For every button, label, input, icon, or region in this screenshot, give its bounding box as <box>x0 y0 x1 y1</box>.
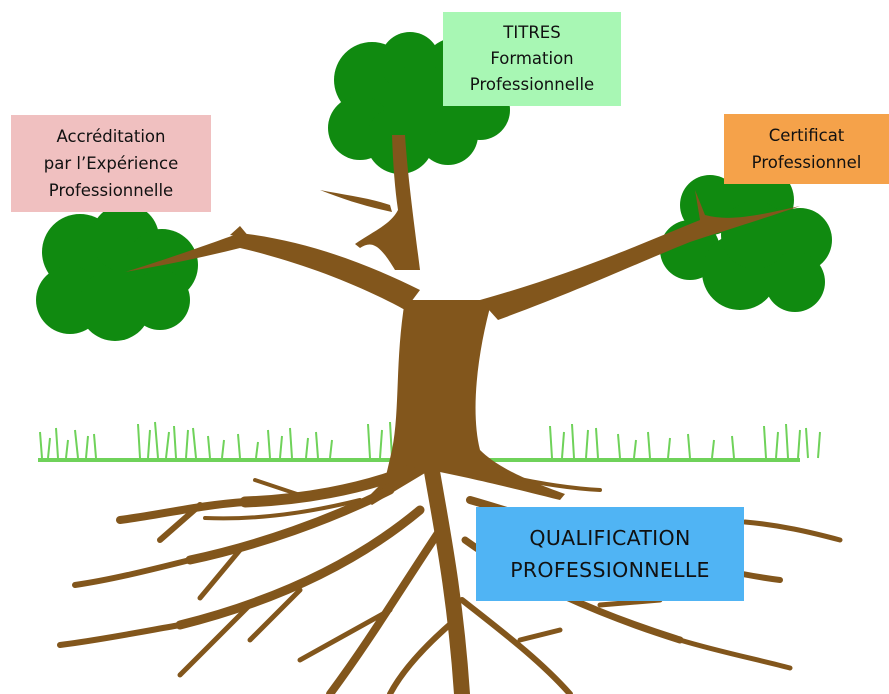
certificat-box: Certificat Professionnel <box>724 114 889 184</box>
qualification-line-1: QUALIFICATION <box>529 526 691 550</box>
titres-line-1: TITRES <box>503 23 561 42</box>
branch-top <box>355 135 420 270</box>
accreditation-line-3: Professionnelle <box>48 181 174 200</box>
accreditation-line-2: par l’Expérience <box>43 154 179 173</box>
certificat-line-1: Certificat <box>768 126 845 145</box>
grass-tufts <box>39 421 821 459</box>
titres-line-2: Formation <box>490 49 574 68</box>
foliage-left <box>36 204 198 341</box>
qualification-box: QUALIFICATION PROFESSIONNELLE <box>476 507 744 601</box>
trunk <box>365 300 565 505</box>
titres-box: TITRES Formation Professionnelle <box>443 12 621 106</box>
branch-left <box>125 233 420 310</box>
qualification-line-2: PROFESSIONNELLE <box>510 558 710 582</box>
titres-line-3: Professionnelle <box>469 75 595 94</box>
branch-left-small <box>230 226 250 238</box>
branch-right <box>480 190 800 320</box>
accreditation-box: Accréditation par l’Expérience Professio… <box>11 115 211 212</box>
branch-top-small <box>320 190 392 212</box>
accreditation-line-1: Accréditation <box>56 127 166 146</box>
trunk-and-branches <box>125 135 800 505</box>
certificat-line-2: Professionnel <box>751 153 862 172</box>
